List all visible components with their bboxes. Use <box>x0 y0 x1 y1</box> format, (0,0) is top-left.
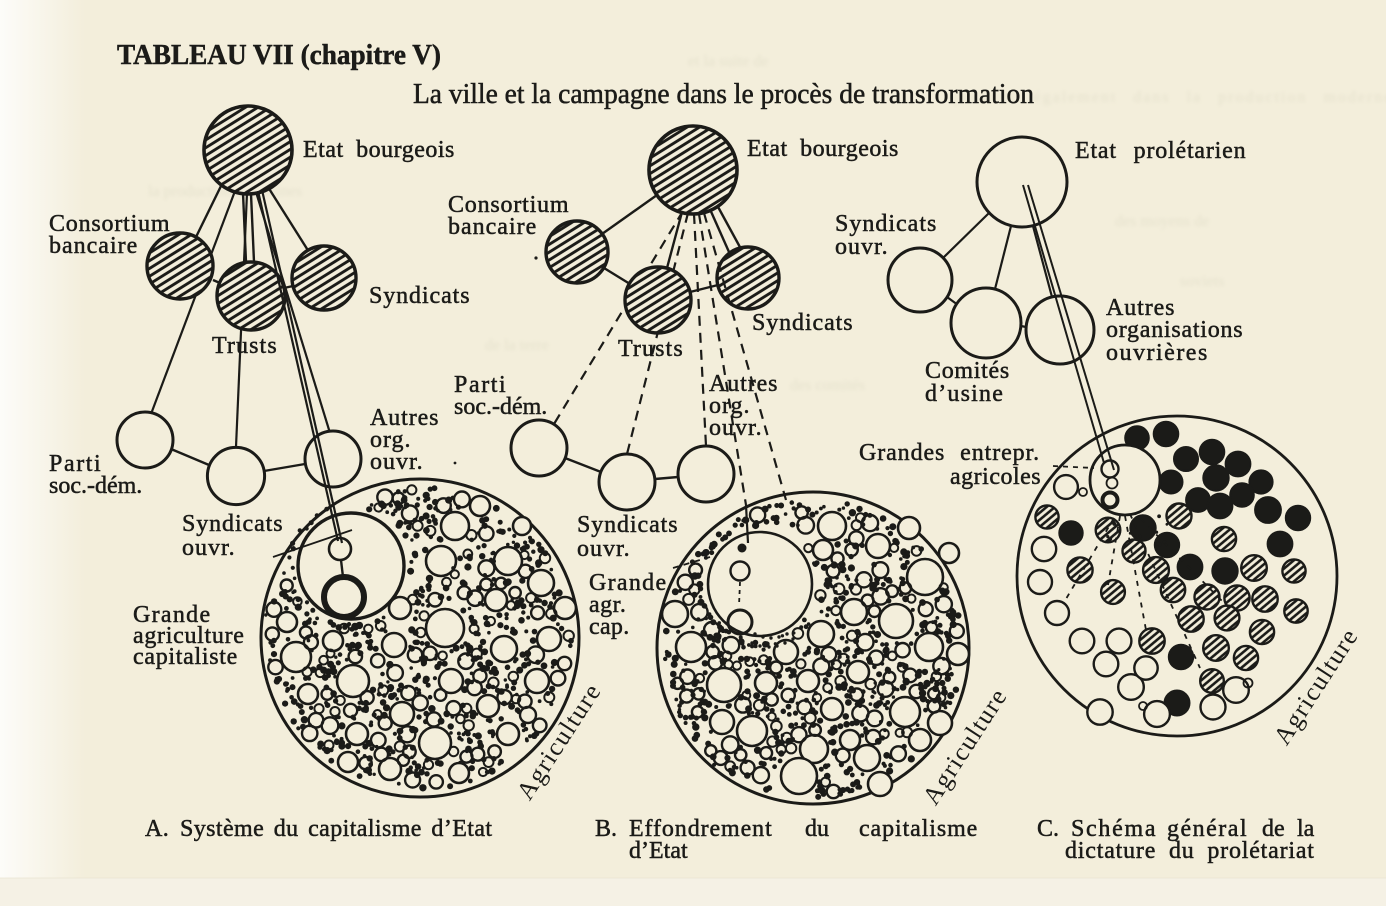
svg-text:quantité également dans la pro: quantité également dans la production mo… <box>950 89 1386 106</box>
svg-text:ouvr.: ouvr. <box>835 234 889 260</box>
svg-text:agr.: agr. <box>589 592 626 618</box>
svg-text:soc.-dém.: soc.-dém. <box>454 394 547 420</box>
svg-text:Trusts: Trusts <box>212 333 278 359</box>
svg-text:Parti: Parti <box>454 372 507 398</box>
svg-text:Grande: Grande <box>589 570 667 596</box>
svg-text:A.Système du capitalisme d’Eta: A.Système du capitalisme d’Etat <box>145 816 492 842</box>
svg-text:Grandes entrepr.: Grandes entrepr. <box>859 440 1040 466</box>
svg-text:des comités: des comités <box>790 377 865 394</box>
svg-text:capitaliste: capitaliste <box>133 644 238 670</box>
svg-text:Etat bourgeois: Etat bourgeois <box>303 137 455 163</box>
svg-text:org.: org. <box>709 393 751 419</box>
svg-text:des moyens de: des moyens de <box>1115 213 1209 230</box>
svg-text:Syndicats: Syndicats <box>752 310 853 336</box>
svg-text:Autres: Autres <box>709 371 778 397</box>
svg-text:ouvr.: ouvr. <box>577 536 631 562</box>
svg-text:Consortium: Consortium <box>448 192 569 218</box>
svg-text:Syndicats: Syndicats <box>577 512 678 538</box>
svg-text:cap.: cap. <box>589 614 630 640</box>
svg-text:Parti: Parti <box>49 451 102 477</box>
svg-text:agriculture: agriculture <box>133 623 245 649</box>
svg-text:Autres: Autres <box>370 405 439 431</box>
svg-text:d’Etat: d’Etat <box>629 838 688 864</box>
svg-text:Syndicats: Syndicats <box>835 211 937 237</box>
svg-text:Grande: Grande <box>133 602 211 628</box>
svg-text:ouvr.: ouvr. <box>370 449 424 475</box>
svg-text:Etat prolétarien: Etat prolétarien <box>1075 138 1246 164</box>
svg-text:Trusts: Trusts <box>618 336 684 362</box>
svg-text:et la suite de: et la suite de <box>688 53 768 70</box>
svg-text:Syndicats: Syndicats <box>369 283 470 309</box>
svg-text:agricoles: agricoles <box>950 464 1041 490</box>
svg-text:dictature du prolétariat: dictature du prolétariat <box>1065 838 1315 864</box>
svg-text:soviets: soviets <box>1180 273 1224 290</box>
svg-text:ouvr.: ouvr. <box>709 415 763 441</box>
svg-text:TABLEAU VII (chapitre V): TABLEAU VII (chapitre V) <box>117 40 441 71</box>
svg-text:ouvrières: ouvrières <box>1106 340 1209 366</box>
svg-text:ouvr.: ouvr. <box>182 535 236 561</box>
svg-text:Etat bourgeois: Etat bourgeois <box>747 136 899 162</box>
svg-text:La ville et la campagne dans l: La ville et la campagne dans le procès d… <box>413 79 1034 110</box>
svg-text:bancaire: bancaire <box>448 214 537 240</box>
svg-text:Comités: Comités <box>925 358 1010 384</box>
svg-text:soc.-dém.: soc.-dém. <box>49 473 142 499</box>
svg-text:Autres: Autres <box>1106 295 1175 321</box>
svg-text:org.: org. <box>370 427 412 453</box>
svg-text:de la terre: de la terre <box>485 337 549 354</box>
svg-text:bancaire: bancaire <box>49 233 138 259</box>
svg-text:organisations: organisations <box>1106 317 1243 343</box>
svg-text:Consortium: Consortium <box>49 211 170 237</box>
svg-text:d’usine: d’usine <box>925 381 1004 407</box>
svg-text:Syndicats: Syndicats <box>182 511 283 537</box>
